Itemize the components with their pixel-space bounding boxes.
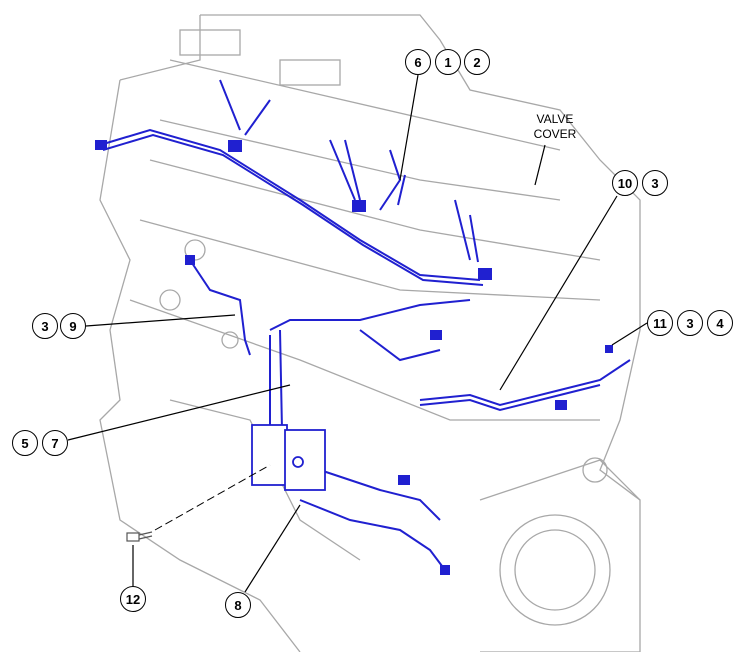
callout-8: 8 — [225, 592, 251, 618]
ecm-module — [251, 424, 326, 491]
engine-block-outline — [99, 14, 641, 652]
callout-3-left: 3 — [32, 313, 58, 339]
callout-9: 9 — [60, 313, 86, 339]
leader-lines — [67, 74, 648, 593]
callout-1: 1 — [435, 49, 461, 75]
wiring-harness — [99, 79, 631, 571]
valve-cover-label-line1: VALVE — [536, 112, 574, 126]
callout-12: 12 — [120, 586, 146, 612]
callout-4: 4 — [707, 310, 733, 336]
bolt — [126, 531, 153, 542]
callout-6: 6 — [405, 49, 431, 75]
callout-7: 7 — [42, 430, 68, 456]
callout-10: 10 — [612, 170, 638, 196]
valve-cover-label: VALVE COVER — [525, 112, 585, 142]
valve-cover-label-line2: COVER — [533, 127, 577, 141]
callout-11: 11 — [647, 310, 673, 336]
callout-3-upper: 3 — [642, 170, 668, 196]
bolt-install-path — [154, 464, 271, 531]
callout-2: 2 — [464, 49, 490, 75]
callout-3-mid: 3 — [677, 310, 703, 336]
callout-5: 5 — [12, 430, 38, 456]
connectors — [95, 140, 613, 575]
